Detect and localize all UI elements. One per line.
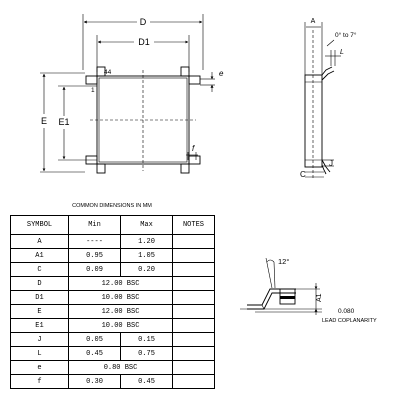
cell-symbol: A1 [10, 248, 69, 263]
cell-min: 0.09 [68, 262, 121, 277]
cell-notes [172, 304, 215, 319]
dim-E1-label: E1 [58, 117, 69, 127]
header-max: Max [120, 215, 173, 235]
cell-max: 1.20 [120, 234, 173, 249]
table-caption: COMMON DIMENSIONS IN MM [72, 203, 152, 209]
angle-12-label: 12° [278, 257, 289, 266]
cell-notes [172, 290, 215, 305]
cell-symbol: A [10, 234, 69, 249]
dim-A-label: A [311, 18, 316, 25]
cell-notes [172, 318, 215, 333]
cell-max: 1.05 [120, 248, 173, 263]
dim-E-label: E [41, 116, 47, 126]
header-min: Min [68, 215, 121, 235]
cell-notes [172, 360, 215, 375]
cell-min: 0.45 [68, 346, 121, 361]
cell-symbol: D1 [10, 290, 69, 305]
coplanarity-label: LEAD COPLANARITY [322, 318, 377, 324]
cell-symbol: D [10, 276, 69, 291]
cell-bsc: 10.00 BSC [68, 290, 173, 305]
cell-max: 0.20 [120, 262, 173, 277]
cell-symbol: L [10, 346, 69, 361]
dim-L-label: L [340, 49, 344, 56]
top-view: D D1 E E1 44 1 [40, 14, 224, 174]
cell-min: 0.30 [68, 374, 121, 389]
pitch-e-label: e [219, 69, 224, 78]
cell-min: 0.95 [68, 248, 121, 263]
cell-symbol: f [10, 374, 69, 389]
dim-J-label: J [329, 159, 333, 168]
pin-44-label: 44 [104, 69, 112, 76]
cell-symbol: J [10, 332, 69, 347]
dim-A1-label: A1 [316, 293, 323, 302]
dim-D1-label: D1 [138, 37, 150, 47]
lead-width-f-label: f [192, 144, 195, 153]
cell-max: 0.75 [120, 346, 173, 361]
cell-max: 0.45 [120, 374, 173, 389]
header-symbol: SYMBOL [10, 215, 69, 235]
pin-1-label: 1 [91, 87, 95, 94]
cell-notes [172, 276, 215, 291]
cell-notes [172, 374, 215, 389]
cell-notes [172, 234, 215, 249]
cell-bsc: 10.00 BSC [68, 318, 173, 333]
cell-notes [172, 262, 215, 277]
cell-symbol: E1 [10, 318, 69, 333]
cell-notes [172, 346, 215, 361]
cell-bsc: 0.80 BSC [68, 360, 173, 375]
cell-notes [172, 332, 215, 347]
cell-symbol: C [10, 262, 69, 277]
lead-angle-label: 0° to 7° [335, 31, 357, 39]
cell-min: 0.05 [68, 332, 121, 347]
cell-min: ---- [68, 234, 121, 249]
cell-symbol: e [10, 360, 69, 375]
side-view: A 0° to 7° L C J [300, 18, 357, 180]
coplanarity-value: 0.080 [338, 308, 355, 315]
dim-C-label: C [300, 170, 306, 179]
cell-bsc: 12.00 BSC [68, 276, 173, 291]
dim-D-label: D [140, 17, 147, 27]
cell-notes [172, 248, 215, 263]
table-row: A----1.20 [10, 234, 215, 249]
cell-symbol: E [10, 304, 69, 319]
coplanarity-view: 12° A1 0.080 LEAD COPLANARITY [240, 257, 377, 324]
header-notes: NOTES [172, 215, 215, 235]
cell-max: 0.15 [120, 332, 173, 347]
cell-bsc: 12.00 BSC [68, 304, 173, 319]
